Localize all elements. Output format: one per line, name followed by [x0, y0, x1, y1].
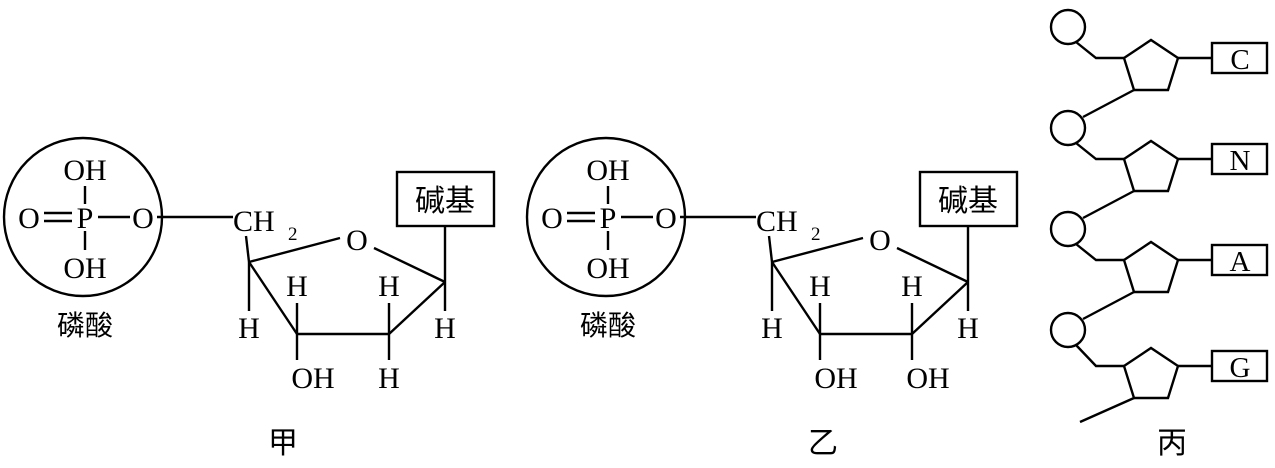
oh-bottom: OH: [63, 252, 106, 285]
ch2-group: CH 2: [756, 205, 821, 245]
ring-bond-c4-c3: [248, 261, 298, 335]
strand-nucleotide-1: C: [1049, 8, 1269, 119]
ch2-text: CH: [756, 205, 798, 238]
base-letter: C: [1230, 44, 1249, 76]
oh-bottom: OH: [586, 252, 629, 285]
h-c1: H: [434, 312, 456, 345]
strand-nucleotide-3: A: [1049, 210, 1269, 321]
ring-bond-c4-o: [771, 236, 864, 264]
h-c4: H: [761, 312, 783, 345]
pentose-ring: [1122, 240, 1180, 294]
strand-tail: [1079, 396, 1135, 424]
base-letter: G: [1230, 352, 1251, 384]
caption-jia: 甲: [268, 426, 298, 461]
phosphate-circle: [1049, 311, 1087, 349]
phosphate-label: 磷酸: [580, 309, 636, 342]
h-c4: H: [238, 312, 260, 345]
oxygen-left: O: [18, 202, 40, 235]
phosphate-group: OH O P O OH: [525, 136, 687, 298]
oh-c3: OH: [291, 362, 334, 395]
pentose-ring: [1122, 38, 1180, 92]
phosphate-sugar-bond: [1075, 41, 1124, 60]
base-box: [1210, 41, 1269, 75]
c2-substituent: OH: [906, 362, 949, 395]
panel-jia: OH O P O OH 磷酸 CH 2 O: [2, 136, 496, 461]
panel-yi: OH O P O OH 磷酸 CH 2 O 碱基: [525, 136, 1019, 461]
base-label: 碱基: [415, 184, 475, 219]
base-box: [1210, 142, 1269, 176]
ch2-group: CH 2: [233, 205, 298, 245]
h-c2: H: [378, 270, 400, 303]
ring-oxygen: O: [346, 224, 368, 257]
base-box: [395, 170, 496, 228]
panel-bing: C N A G: [1049, 8, 1269, 461]
h-c3: H: [286, 270, 308, 303]
base-box: [1210, 349, 1269, 383]
phosphodiester-bond: [1082, 88, 1135, 119]
phosphorus: P: [600, 202, 617, 235]
ring-bond-o-c1: [896, 246, 969, 284]
ring-bond-c2-c1: [388, 281, 446, 335]
h-c3: H: [809, 270, 831, 303]
ring-bond-c2-c1: [911, 281, 969, 335]
base-box: [1210, 243, 1269, 277]
pentose-ring: [1122, 346, 1180, 400]
base-box: [918, 170, 1019, 228]
h-c1: H: [957, 312, 979, 345]
base-label: 碱基: [938, 184, 998, 219]
caption-bing: 丙: [1157, 426, 1187, 461]
ring-bond-c4-c3: [771, 261, 821, 335]
ch2-text: CH: [233, 205, 275, 238]
bond-ch2-c4: [244, 235, 251, 263]
deoxyribose-ring: O: [248, 224, 446, 336]
caption-yi: 乙: [808, 426, 838, 461]
oxygen-left: O: [541, 202, 563, 235]
oh-top: OH: [63, 154, 106, 187]
oxygen-right: O: [132, 202, 154, 235]
oxygen-right: O: [655, 202, 677, 235]
phosphate-label: 磷酸: [57, 309, 113, 342]
oh-top: OH: [586, 154, 629, 187]
c2-substituent: H: [378, 362, 400, 395]
oh-c3: OH: [814, 362, 857, 395]
h-c2: H: [901, 270, 923, 303]
phosphate-circle: [1049, 8, 1087, 46]
ring-bond-o-c1: [373, 246, 446, 284]
ch2-subscript: 2: [811, 224, 821, 245]
phosphate-sugar-bond: [1075, 344, 1124, 368]
phosphorus: P: [77, 202, 94, 235]
phosphate-group: OH O P O OH: [2, 136, 164, 298]
ring-bond-c4-o: [248, 236, 341, 264]
base-letter: N: [1230, 145, 1251, 177]
ring-oxygen: O: [869, 224, 891, 257]
phosphodiester-bond: [1082, 290, 1135, 321]
phosphate-sugar-bond: [1075, 142, 1124, 161]
phosphodiester-bond: [1082, 189, 1135, 220]
pentose-ring: [1122, 139, 1180, 193]
phosphate-sugar-bond: [1075, 243, 1124, 262]
phosphate-circle: [1049, 109, 1087, 147]
base-letter: A: [1230, 246, 1251, 278]
bond-ch2-c4: [767, 235, 774, 263]
ribose-ring: O: [771, 224, 969, 336]
strand-nucleotide-2: N: [1049, 109, 1269, 220]
strand-nucleotide-4: G: [1049, 311, 1269, 424]
phosphate-circle: [1049, 210, 1087, 248]
ch2-subscript: 2: [288, 224, 298, 245]
